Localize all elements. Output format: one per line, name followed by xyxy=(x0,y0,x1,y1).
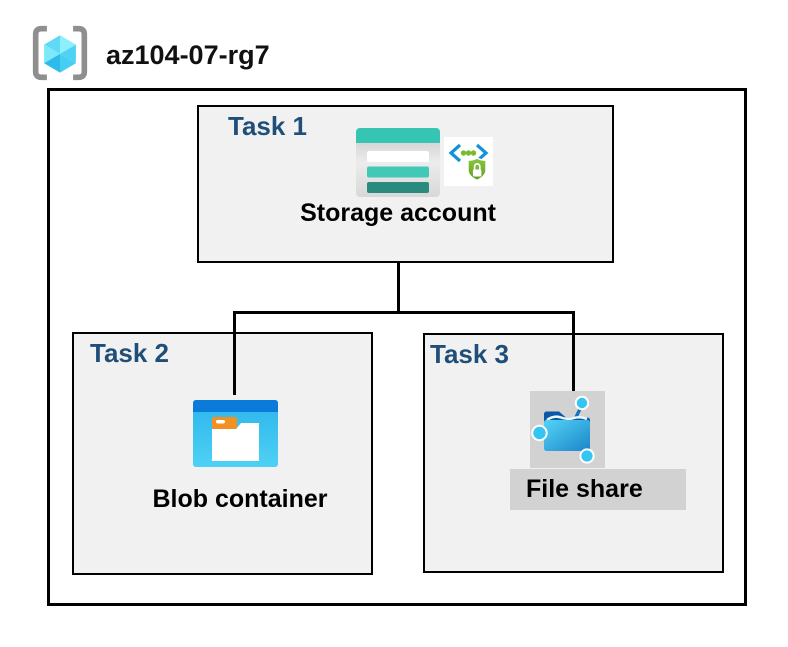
blob-container-icon xyxy=(193,400,278,467)
sas-shield-lock-icon xyxy=(444,137,493,186)
task2-label: Task 2 xyxy=(90,338,170,368)
blob-container-label: Blob container xyxy=(152,485,328,513)
connector-to-fileshare xyxy=(572,311,575,391)
task1-label: Task 1 xyxy=(228,111,308,141)
file-share-icon xyxy=(531,395,595,464)
file-share-label-highlight xyxy=(510,469,686,510)
resource-group-name: az104-07-rg7 xyxy=(106,40,270,70)
task3-label: Task 3 xyxy=(430,339,510,369)
connector-storage-stem xyxy=(397,262,400,313)
connector-to-blob xyxy=(233,311,236,395)
storage-account-icon xyxy=(356,128,440,197)
connector-horizontal xyxy=(233,311,575,314)
file-share-label: File share xyxy=(526,475,643,503)
resource-group-icon xyxy=(32,25,88,81)
storage-account-label: Storage account xyxy=(300,199,496,227)
